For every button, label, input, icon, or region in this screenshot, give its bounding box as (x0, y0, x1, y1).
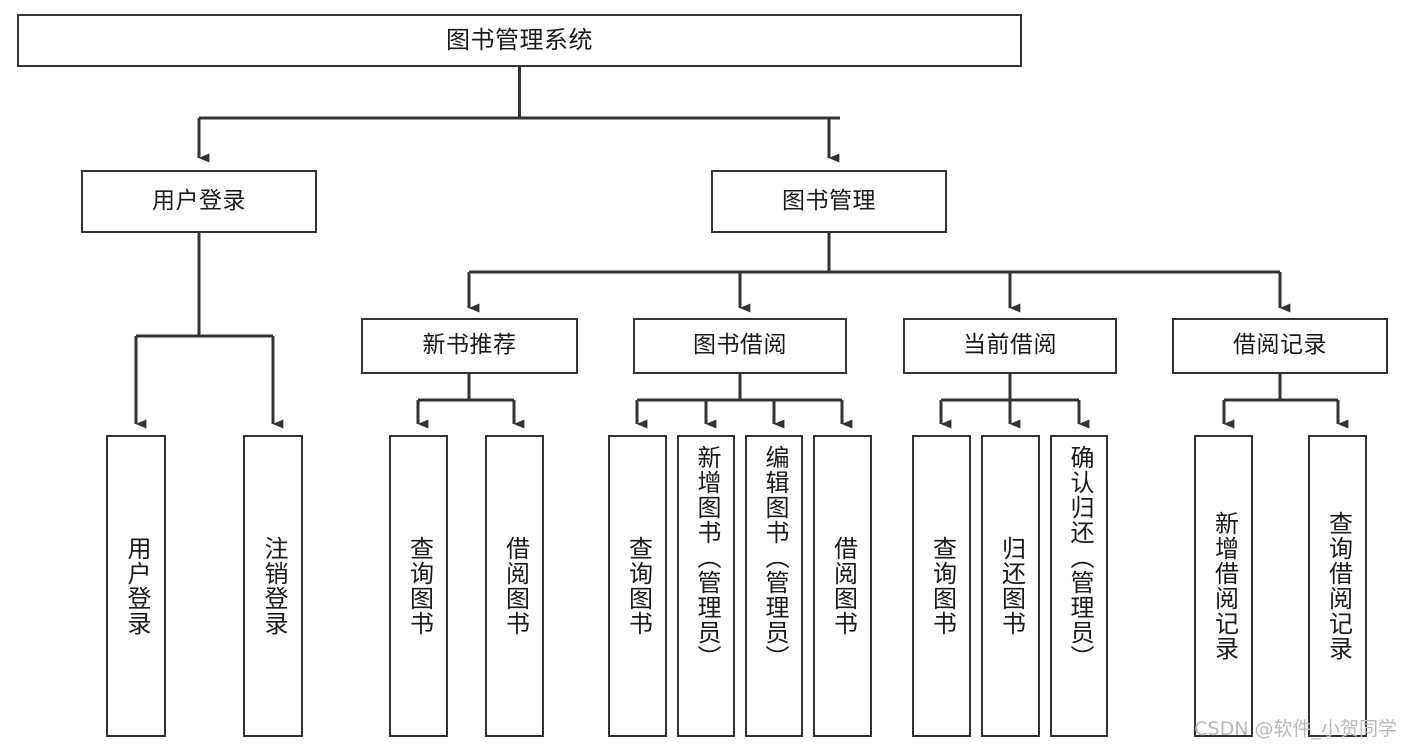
node-leaf-query-borrow-record[interactable]: 查询借阅记录 (1308, 435, 1367, 737)
node-leaf-query-book-2-label: 查询图书 (624, 536, 653, 636)
node-leaf-borrow-book-2[interactable]: 借阅图书 (813, 435, 872, 737)
node-book-borrow-label: 图书借阅 (693, 332, 787, 359)
node-leaf-return-book[interactable]: 归还图书 (981, 435, 1040, 737)
node-leaf-query-borrow-record-label: 查询借阅记录 (1324, 511, 1353, 661)
node-current-borrow-label: 当前借阅 (963, 332, 1057, 359)
node-borrow-record[interactable]: 借阅记录 (1172, 318, 1388, 374)
node-leaf-borrow-book-1[interactable]: 借阅图书 (485, 435, 544, 737)
node-leaf-return-book-label: 归还图书 (997, 536, 1026, 636)
node-leaf-query-book-1[interactable]: 查询图书 (389, 435, 448, 737)
node-leaf-query-book-3-label: 查询图书 (928, 536, 957, 636)
node-root-system[interactable]: 图书管理系统 (17, 14, 1022, 67)
node-borrow-record-label: 借阅记录 (1233, 332, 1327, 359)
node-new-book-recommend[interactable]: 新书推荐 (361, 318, 578, 374)
node-leaf-logout-login[interactable]: 注销登录 (243, 435, 303, 737)
node-book-borrow[interactable]: 图书借阅 (633, 318, 847, 374)
node-leaf-user-login[interactable]: 用户登录 (106, 435, 166, 737)
node-leaf-query-book-2[interactable]: 查询图书 (608, 435, 667, 737)
node-new-book-recommend-label: 新书推荐 (422, 332, 517, 359)
node-leaf-query-book-3[interactable]: 查询图书 (912, 435, 971, 737)
node-leaf-add-borrow-record[interactable]: 新增借阅记录 (1194, 435, 1253, 737)
node-leaf-add-borrow-record-label: 新增借阅记录 (1210, 511, 1239, 661)
node-leaf-logout-login-label: 注销登录 (259, 536, 288, 636)
node-leaf-query-book-1-label: 查询图书 (405, 536, 434, 636)
node-current-borrow[interactable]: 当前借阅 (903, 318, 1117, 374)
node-book-management[interactable]: 图书管理 (711, 170, 947, 233)
node-leaf-borrow-book-1-label: 借阅图书 (501, 536, 530, 636)
node-book-management-label: 图书管理 (782, 187, 876, 214)
node-leaf-confirm-return-admin-label: 确认归还（管理员） (1065, 445, 1094, 670)
node-user-login[interactable]: 用户登录 (81, 170, 317, 233)
node-leaf-borrow-book-2-label: 借阅图书 (829, 536, 858, 636)
node-user-login-label: 用户登录 (152, 187, 246, 214)
node-leaf-add-book-admin-label: 新增图书（管理员） (692, 445, 721, 670)
csdn-watermark: CSDN @软件_小贺同学 (1194, 718, 1397, 740)
node-root-label: 图书管理系统 (446, 26, 593, 55)
node-leaf-edit-book-admin-label: 编辑图书（管理员） (760, 445, 789, 670)
node-leaf-user-login-label: 用户登录 (122, 536, 151, 636)
node-leaf-confirm-return-admin[interactable]: 确认归还（管理员） (1050, 435, 1108, 737)
node-leaf-add-book-admin[interactable]: 新增图书（管理员） (677, 435, 735, 737)
node-leaf-edit-book-admin[interactable]: 编辑图书（管理员） (745, 435, 803, 737)
